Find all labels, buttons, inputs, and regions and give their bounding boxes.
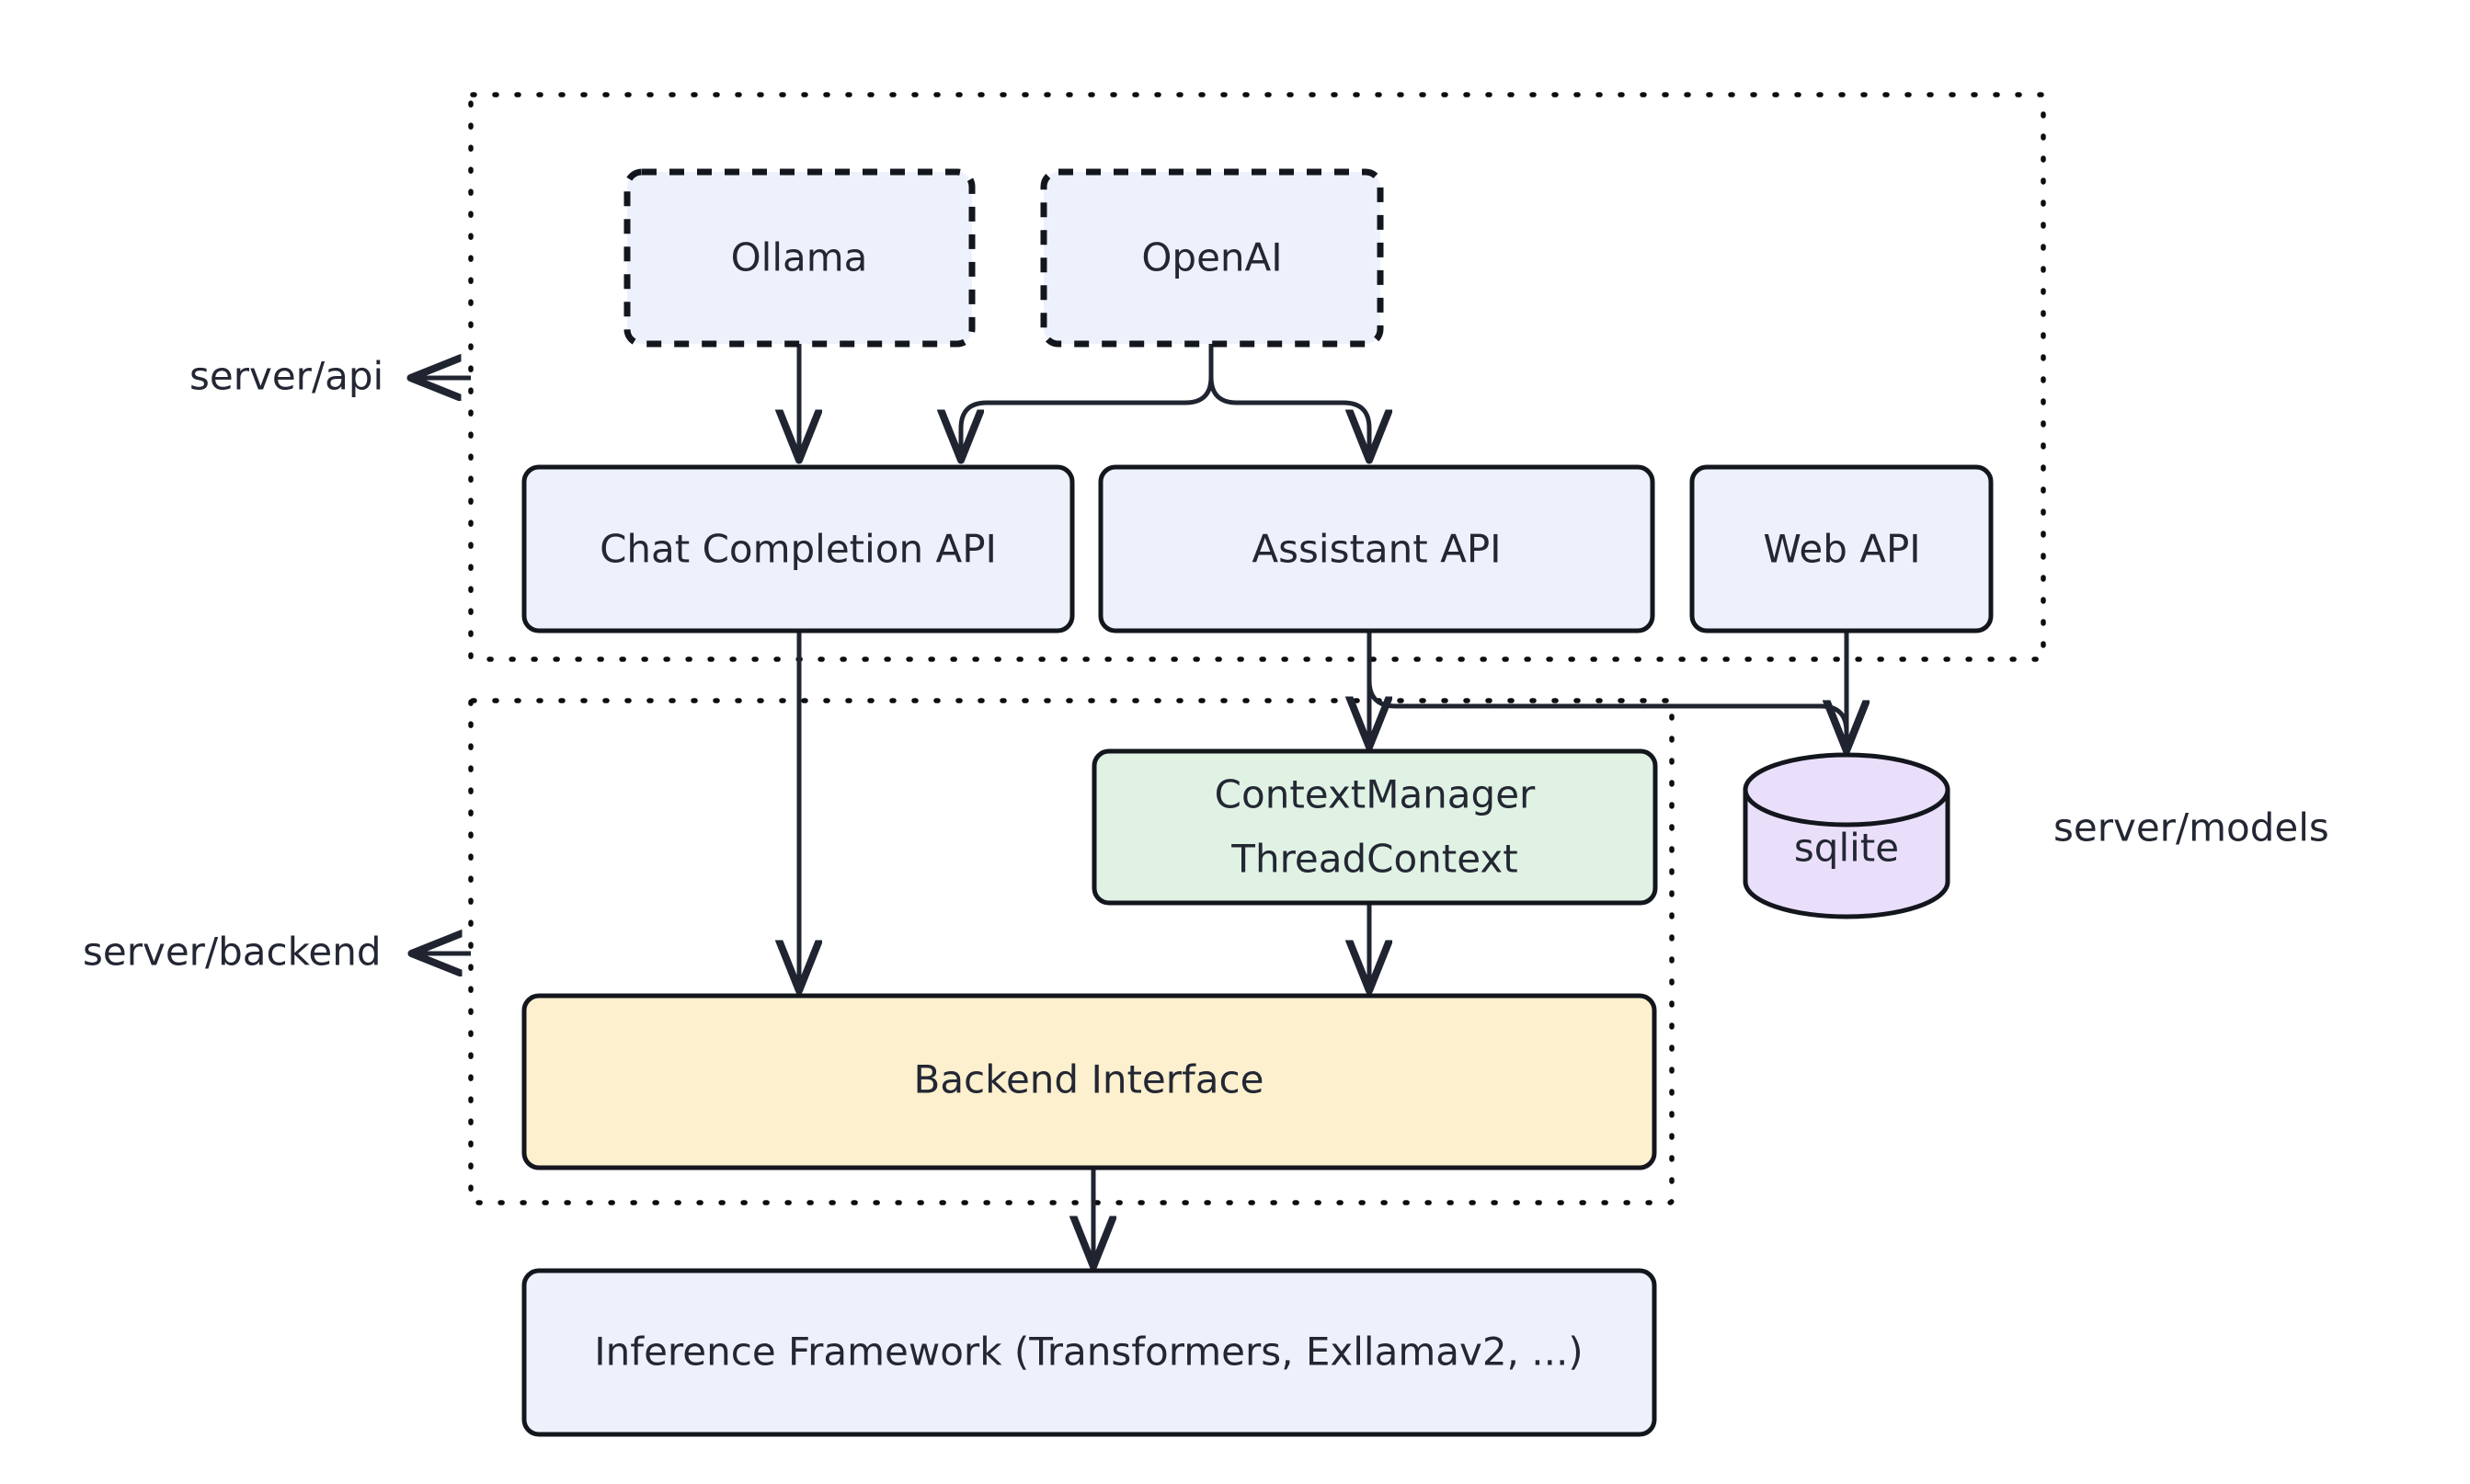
node-sqlite[interactable]: sqlite (1743, 752, 1950, 919)
edge-assistant-to-sqlite (1367, 679, 1847, 748)
node-web-api-box[interactable] (1689, 464, 1994, 634)
node-sqlite-top (1743, 752, 1950, 828)
node-web-api[interactable]: Web API (1689, 464, 1994, 634)
node-assistant-api[interactable]: Assistant API (1098, 464, 1655, 634)
node-openai-label: OpenAI (1141, 235, 1282, 280)
node-context-manager-box[interactable] (1092, 748, 1658, 906)
node-web-api-label: Web API (1763, 527, 1920, 572)
node-context-manager-label-line2: ThreadContext (1230, 837, 1517, 882)
edge-openai-to-assistant (1208, 376, 1369, 458)
node-context-manager[interactable]: ContextManager ThreadContext (1092, 748, 1658, 906)
node-context-manager-label-line1: ContextManager (1215, 772, 1536, 817)
node-inference-framework[interactable]: Inference Framework (Transformers, Exlla… (521, 1268, 1657, 1437)
node-chat-completion-api-box[interactable] (521, 464, 1075, 634)
side-label-server-backend: server/backend (83, 930, 382, 975)
node-chat-completion-api-label: Chat Completion API (600, 527, 997, 572)
node-openai[interactable]: OpenAI (1040, 168, 1384, 348)
group-container-server-api (468, 92, 2046, 662)
node-ollama-box[interactable] (623, 168, 976, 348)
node-backend-interface-box[interactable] (521, 993, 1657, 1170)
node-inference-framework-box[interactable] (521, 1268, 1657, 1437)
node-chat-completion-api[interactable]: Chat Completion API (521, 464, 1075, 634)
node-ollama[interactable]: Ollama (623, 168, 976, 348)
side-label-server-models: server/models (2053, 805, 2329, 850)
node-ollama-label: Ollama (731, 235, 868, 280)
node-inference-framework-label: Inference Framework (Transformers, Exlla… (594, 1330, 1583, 1375)
node-backend-interface-label: Backend Interface (914, 1057, 1264, 1102)
node-backend-interface[interactable]: Backend Interface (521, 993, 1657, 1170)
node-openai-box[interactable] (1040, 168, 1384, 348)
edge-openai-to-chat (961, 376, 1214, 458)
group-container-server-backend (468, 698, 1675, 1205)
node-assistant-api-label: Assistant API (1252, 527, 1501, 572)
node-assistant-api-box[interactable] (1098, 464, 1655, 634)
node-sqlite-label: sqlite (1794, 826, 1899, 871)
side-label-server-api: server/api (189, 354, 383, 399)
